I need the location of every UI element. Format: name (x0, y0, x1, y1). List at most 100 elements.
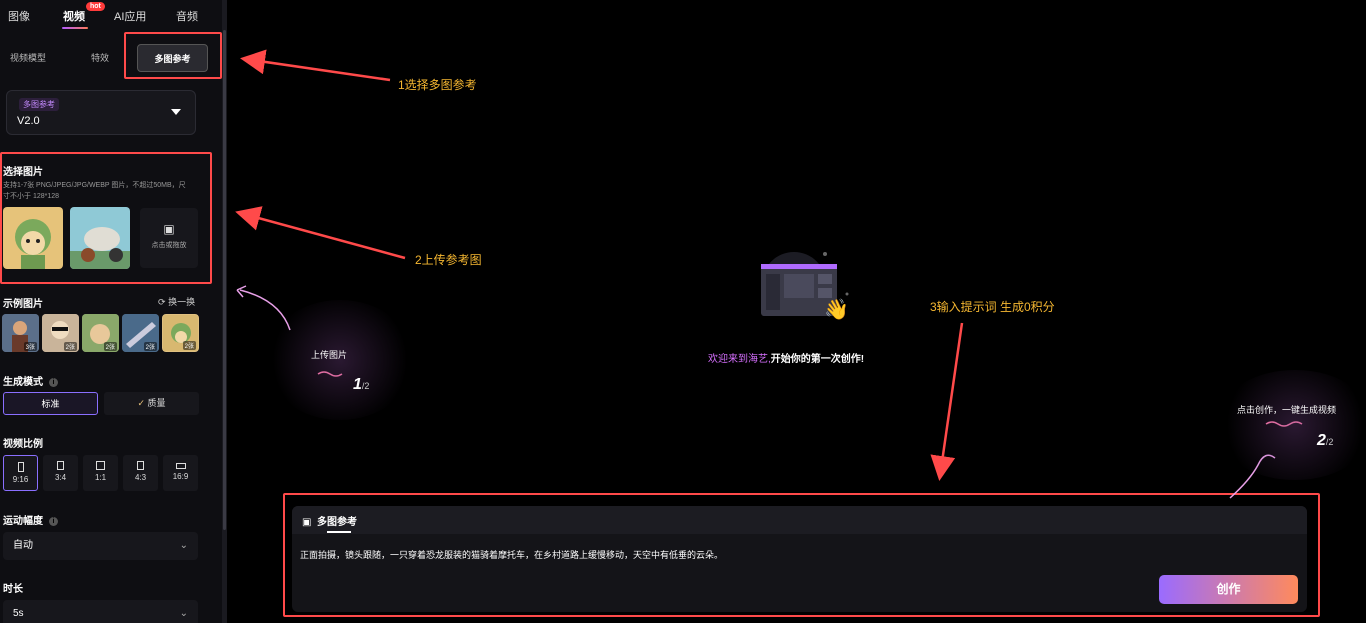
subtab-effects[interactable]: 特效 (90, 53, 109, 63)
welcome-prefix: 欢迎来到海艺, (708, 354, 771, 365)
mode-quality-label: 质量 (147, 398, 166, 408)
tab-image[interactable]: 图像 (8, 11, 30, 23)
tip1-total: /2 (361, 381, 370, 391)
ratio-label: 1:1 (94, 473, 107, 482)
aspect-ratio-title: 视频比例 (3, 439, 43, 450)
sample-image-2[interactable]: 2张 (42, 314, 79, 352)
motion-value: 自动 (13, 540, 33, 551)
upload-label: 点击或拖放 (151, 242, 187, 249)
motion-dropdown[interactable]: 自动 ⌄ (3, 532, 198, 560)
sidebar-scrollbar-thumb[interactable] (223, 30, 226, 530)
annotation-step3: 3输入提示词 生成0积分 (930, 300, 1055, 314)
sample-count: 2张 (103, 342, 117, 351)
prompt-tab-underline (327, 531, 351, 533)
tip2-num: 2 (1317, 432, 1326, 449)
duration-value: 5s (13, 608, 24, 619)
welcome-rest: 开始你的第一次创作! (770, 354, 865, 365)
arrow-step3 (930, 322, 964, 481)
upload-dropzone[interactable]: ▣ 点击或拖放 (140, 208, 198, 268)
select-images-hint: 支持1-7张 PNG/JPEG/JPG/WEBP 图片，不超过50MB，尺寸不小… (3, 182, 186, 200)
subtab-video-model[interactable]: 视频模型 (9, 53, 46, 63)
ratio-shape-icon (137, 461, 144, 470)
ratio-label: 16:9 (172, 472, 189, 481)
ratio-16-9-button[interactable]: 16:9 (163, 455, 198, 491)
prompt-tab[interactable]: ▣ 多图参考 (302, 513, 357, 528)
glow-tip1 (265, 300, 415, 420)
info-icon[interactable]: i (49, 516, 58, 526)
chevron-down-icon: ⌄ (179, 608, 188, 619)
subtab-multi-image-ref[interactable]: 多图参考 (137, 44, 208, 72)
sample-images-title: 示例图片 (3, 299, 43, 310)
uploaded-image-1[interactable] (3, 207, 63, 269)
glow-tip2 (1215, 370, 1366, 480)
prompt-input[interactable]: 正面拍摄，镜头跟随，一只穿着恐龙服装的猫骑着摩托车，在乡村道路上缓慢移动，天空中… (300, 550, 724, 560)
ratio-3-4-button[interactable]: 3:4 (43, 455, 78, 491)
welcome-text: 欢迎来到海艺,开始你的第一次创作! (708, 350, 864, 365)
prompt-panel: ▣ 多图参考 正面拍摄，镜头跟随，一只穿着恐龙服装的猫骑着摩托车，在乡村道路上缓… (292, 506, 1307, 612)
pink-arrow-upload (239, 289, 291, 331)
welcome-illustration: 👋 (761, 252, 849, 321)
ratio-9-16-button[interactable]: 9:16 (3, 455, 38, 491)
refresh-label: 换一换 (168, 297, 196, 307)
sample-count: 2张 (182, 341, 196, 350)
video-icon: ▣ (302, 517, 312, 528)
sub-tabs: 视频模型 特效 多图参考 (0, 44, 222, 72)
image-upload-icon: ▣ (163, 222, 175, 236)
model-select[interactable]: 多图参考 V2.0 (6, 90, 196, 135)
duration-title: 时长 (3, 584, 23, 595)
pink-arrow-create (1229, 454, 1276, 499)
squiggle (1265, 421, 1303, 427)
ratio-label: 4:3 (134, 473, 147, 482)
uploaded-image-2[interactable] (70, 207, 130, 269)
tab-ai-apps[interactable]: AI应用 (114, 11, 147, 23)
mode-standard-button[interactable]: 标准 (3, 392, 98, 415)
motion-title: 运动幅度 i (3, 512, 58, 527)
annotation-step1: 1选择多图参考 (398, 78, 477, 92)
sample-count: 2张 (63, 342, 77, 351)
refresh-samples-button[interactable]: ⟳ 换一换 (158, 295, 195, 308)
select-images-title: 选择图片 (3, 167, 43, 178)
ratio-label: 9:16 (12, 475, 29, 484)
active-tab-indicator (62, 27, 88, 29)
refresh-icon: ⟳ (158, 297, 166, 307)
tab-video[interactable]: 视频 (63, 11, 85, 23)
sample-count: 3张 (23, 342, 37, 351)
ratio-shape-icon (17, 462, 24, 472)
ratio-label: 3:4 (54, 473, 67, 482)
tip-upload-text: 上传图片 (311, 350, 348, 360)
create-button[interactable]: 创作 (1159, 575, 1298, 604)
top-tabs: 图像 视频 hot AI应用 音频 (0, 0, 222, 32)
tip2-total: /2 (1325, 437, 1334, 447)
chevron-down-icon: ⌄ (179, 540, 188, 551)
model-version: V2.0 (17, 115, 40, 127)
mode-quality-button[interactable]: ✓ 质量 (104, 392, 199, 415)
ratio-1-1-button[interactable]: 1:1 (83, 455, 118, 491)
sample-image-1[interactable]: 3张 (2, 314, 39, 352)
duration-dropdown[interactable]: 5s ⌄ (3, 600, 198, 623)
arrow-step1 (240, 49, 391, 82)
dino-cat-thumbnail (3, 207, 63, 269)
arrow-step2 (235, 206, 406, 260)
tip-create-text: 点击创作，一键生成视频 (1237, 405, 1337, 415)
vip-icon: ✓ (137, 398, 145, 408)
sample-image-3[interactable]: 2张 (82, 314, 119, 352)
ratio-shape-icon (96, 461, 105, 470)
ratio-shape-icon (175, 463, 186, 469)
sample-image-4[interactable]: 2张 (122, 314, 159, 352)
tip2-step: 2/2 (1317, 432, 1333, 450)
tip1-num: 1 (353, 376, 362, 393)
tip1-step: 1/2 (353, 376, 369, 394)
sample-thumb-art (42, 314, 79, 352)
svg-text:👋: 👋 (824, 297, 849, 321)
info-icon[interactable]: i (49, 377, 58, 387)
ratio-4-3-button[interactable]: 4:3 (123, 455, 158, 491)
squiggle (317, 371, 343, 377)
sample-image-5[interactable]: 2张 (162, 314, 199, 352)
annotation-step2: 2上传参考图 (415, 253, 482, 267)
motion-label: 运动幅度 (3, 516, 43, 527)
scooter-thumbnail (70, 207, 130, 269)
tab-audio[interactable]: 音频 (176, 11, 198, 23)
prompt-tab-bar: ▣ 多图参考 (292, 506, 1307, 534)
